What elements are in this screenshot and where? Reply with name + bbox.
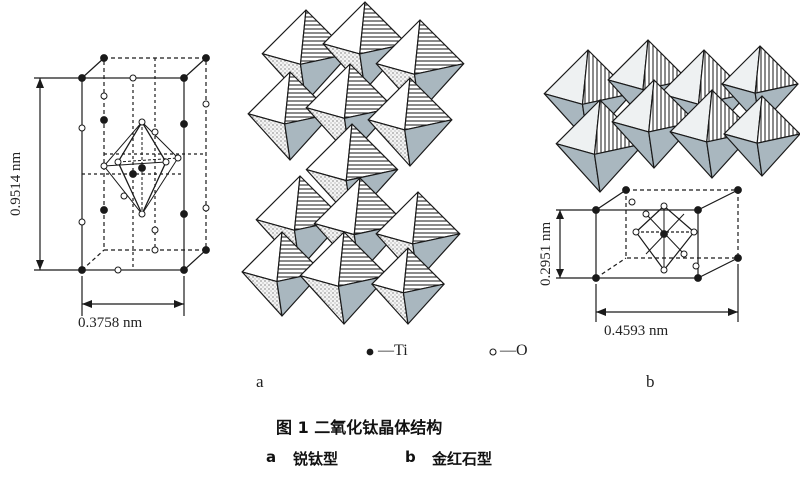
rutile-octahedra	[543, 39, 800, 193]
figure-caption-title: 图 1 二氧化钛晶体结构	[276, 418, 443, 437]
ti-marker	[366, 348, 374, 356]
octahedron-face	[402, 283, 445, 325]
anatase-width-label: 0.3758 nm	[78, 315, 143, 331]
octahedron-face	[299, 53, 351, 103]
anatase-dimension-arrows	[36, 78, 184, 308]
caption-sub-b-text: 金红石型	[432, 450, 493, 468]
anatase-unit-cell	[34, 57, 207, 316]
panel-b-letter: b	[646, 372, 655, 391]
octahedron	[367, 77, 453, 167]
anatase-atoms	[78, 54, 210, 274]
octahedron	[723, 95, 800, 177]
panel-a-letter: a	[256, 372, 264, 391]
octahedron-face	[593, 143, 645, 193]
octahedron	[247, 71, 333, 161]
ti-legend-label: —Ti	[378, 342, 408, 359]
anatase-octahedra	[241, 1, 465, 325]
rutile-unit-cell	[556, 189, 739, 322]
octahedron-face	[284, 113, 333, 161]
caption-sub-b-letter: b	[405, 448, 416, 466]
octahedron-face	[756, 133, 800, 177]
rutile-atoms	[592, 186, 742, 282]
anatase-height-label: 0.9514 nm	[8, 151, 24, 216]
o-marker	[489, 348, 497, 356]
octahedron	[322, 1, 408, 91]
rutile-width-label: 0.4593 nm	[604, 323, 669, 339]
octahedron	[371, 247, 445, 325]
caption-sub-a-letter: a	[266, 448, 277, 466]
octahedron-face	[404, 119, 453, 167]
o-legend-label: —O	[500, 342, 528, 359]
rutile-dimension-arrows	[556, 210, 738, 316]
rutile-height-label: 0.2951 nm	[538, 221, 554, 286]
caption-sub-a-text: 锐钛型	[293, 450, 339, 468]
